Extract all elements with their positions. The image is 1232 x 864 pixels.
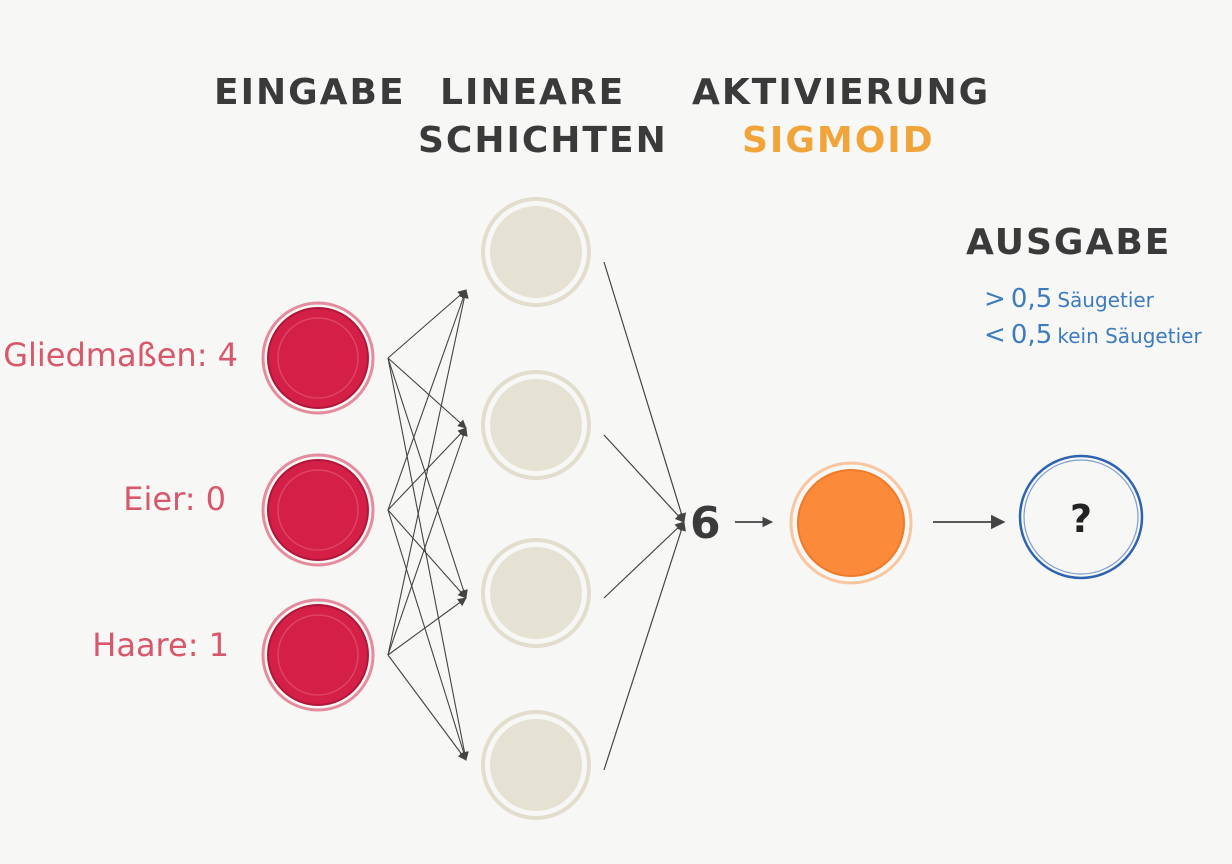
connection-edge [603,521,686,771]
hidden-nodes [481,197,591,820]
legend-text: Säugetier [1057,288,1154,312]
connection-edge [387,597,467,656]
input-label-eggs: Eier: 0 [123,480,226,518]
connection-edge [387,357,467,429]
hidden-node [481,710,591,820]
legend-value: 0,5 [1010,320,1053,350]
input-label-hair: Haare: 1 [92,626,229,664]
connection-edge [387,357,469,761]
connection-edge [603,434,685,523]
activation-node [789,461,913,585]
input-node [261,598,375,712]
hidden-node [481,538,591,648]
header-linear-line2: SCHICHTEN [418,120,668,161]
input-to-hidden-edges [387,289,469,761]
legend-value: 0,5 [1010,284,1053,314]
input-label-limbs: Gliedmaßen: 4 [3,336,238,374]
connection-edge [387,509,467,599]
connection-edge [387,289,467,359]
output-question-mark: ? [1070,497,1092,541]
sum-value: 6 [690,498,721,549]
legend-op: > [984,284,1006,314]
connection-edge [387,654,467,761]
connection-edge [387,427,467,511]
input-nodes [261,301,375,712]
connection-edge [387,289,469,656]
output-node: ? [1018,454,1144,580]
connection-edge [387,357,468,599]
connection-edge [387,427,468,656]
header-activation-line2: SIGMOID [742,120,935,161]
connection-edge [603,521,685,599]
legend-row-mammal: > 0,5 Säugetier [984,284,1154,314]
connection-edge [387,289,468,511]
input-node [261,301,375,415]
legend-row-not-mammal: < 0,5 kein Säugetier [984,320,1202,350]
connection-edge [387,509,468,761]
header-output: AUSGABE [966,222,1172,263]
hidden-node [481,197,591,307]
header-linear-line1: LINEARE [440,72,626,113]
legend-text: kein Säugetier [1057,324,1202,348]
legend-op: < [984,320,1006,350]
header-activation-line1: AKTIVIERUNG [692,72,991,113]
hidden-node [481,370,591,480]
header-input: EINGABE [214,72,406,113]
input-node [261,453,375,567]
hidden-to-sum-edges [603,261,687,771]
connection-edge [603,261,687,523]
